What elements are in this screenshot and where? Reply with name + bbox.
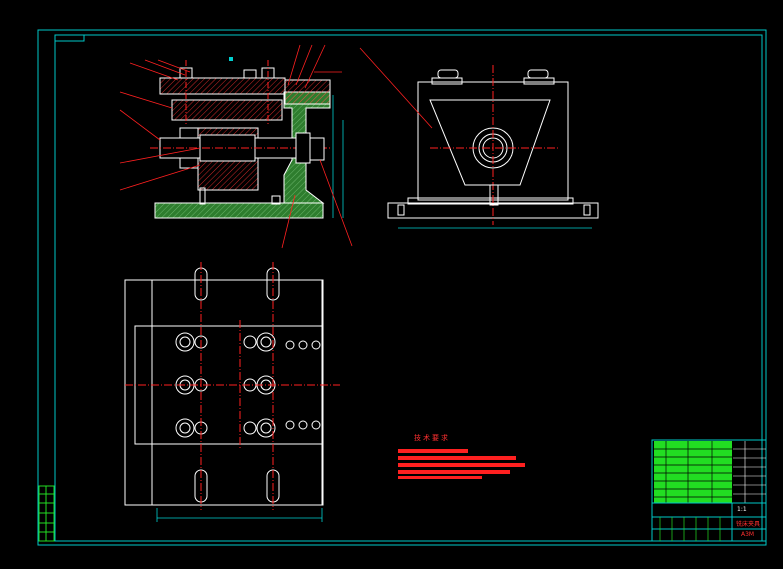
sheet-border <box>37 29 767 546</box>
tech-requirements-title: 技术要求 <box>414 434 450 442</box>
side-view <box>359 47 599 229</box>
tech-requirements-lines <box>398 449 525 479</box>
front-section-view <box>119 44 353 249</box>
left-margin-table <box>38 485 55 542</box>
title-block <box>651 439 767 542</box>
title-block-scale: 1:1 <box>737 506 747 513</box>
title-block-part-name: 铣床夹具 <box>736 521 761 528</box>
title-block-drawing-no: A3M <box>741 531 755 538</box>
top-view <box>124 262 340 522</box>
